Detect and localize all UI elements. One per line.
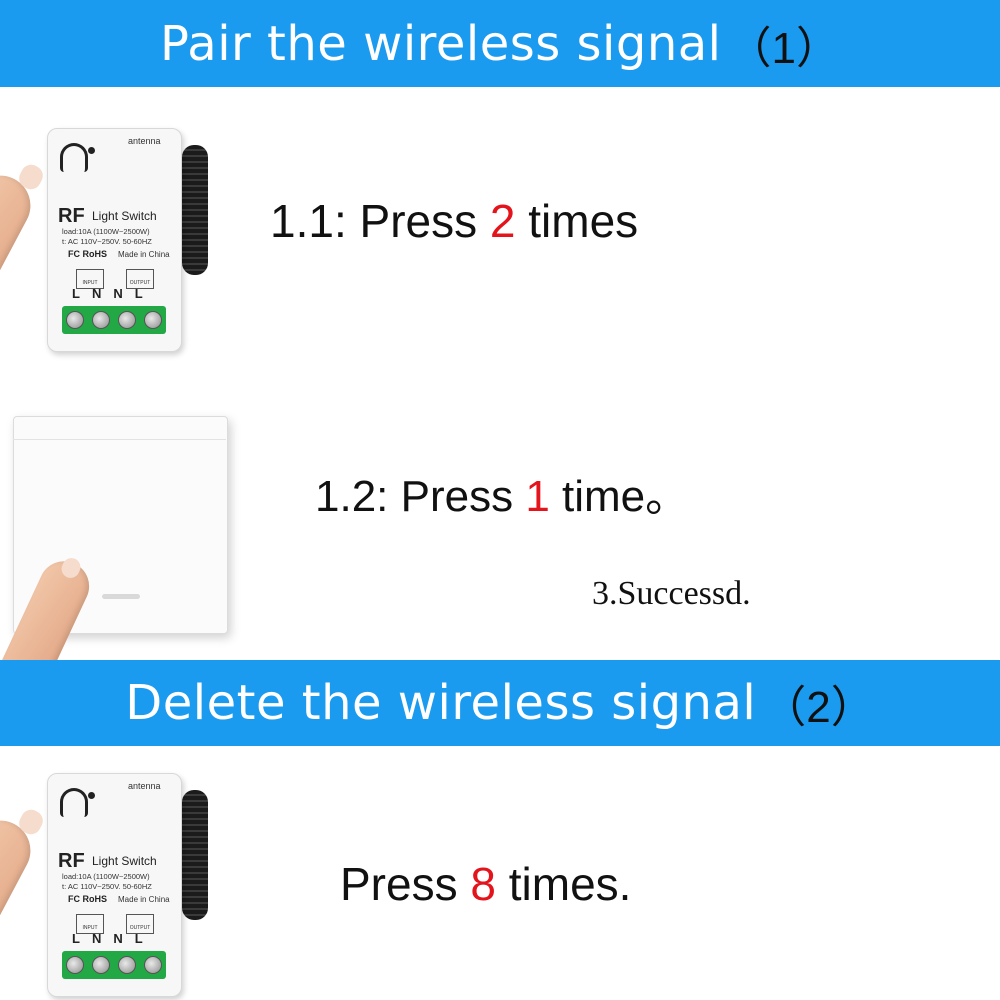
step-suffix: time。 [549,472,690,521]
input-box: INPUT [76,914,104,934]
terminal-labels: LNNL [72,931,155,946]
press-count: 8 [470,858,496,910]
screw-icon [118,311,136,329]
output-box: OUTPUT [126,269,154,289]
screw-icon [92,956,110,974]
wall-switch-image [0,410,240,711]
cert-label: FC RoHS [68,894,107,904]
antenna-wire [182,145,208,275]
made-in-label: Made in China [118,895,170,904]
product-name: Light Switch [92,209,157,223]
input-spec: t: AC 110V~250V. 50-60HZ [62,237,152,246]
screw-icon [144,956,162,974]
rf-module-image: antenna RF Light Switch load:10A (1100W~… [0,770,230,1000]
delete-step-text: Press 8 times. [340,857,631,911]
step-prefix: 1.1: Press [270,195,490,247]
step-1-2-text: 1.2: Press 1 time。 [315,460,689,524]
delete-signal-banner: Delete the wireless signal （2） [0,660,1000,746]
pair-button-icon [60,788,88,817]
led-icon [88,792,95,799]
step-1-1-text: 1.1: Press 2 times [270,194,638,248]
antenna-label: antenna [128,781,161,791]
delete-signal-title: Delete the wireless signal [125,675,757,731]
brand-label: RF [58,205,85,227]
screw-icon [144,311,162,329]
brand-label: RF [58,850,85,872]
antenna-wire [182,790,208,920]
delete-signal-number: （2） [762,683,875,732]
antenna-label: antenna [128,136,161,146]
terminal-block [62,951,166,979]
cert-label: FC RoHS [68,249,107,259]
terminal-labels: LNNL [72,286,155,301]
screw-icon [66,311,84,329]
load-spec: load:10A (1100W~2500W) [62,872,150,881]
terminal-block [62,306,166,334]
pair-signal-number: （1） [727,23,840,73]
input-spec: t: AC 110V~250V. 50-60HZ [62,882,152,891]
load-spec: load:10A (1100W~2500W) [62,227,150,236]
step-suffix: times. [495,858,632,910]
output-box: OUTPUT [126,914,154,934]
finger-icon [0,810,41,984]
input-box: INPUT [76,269,104,289]
made-in-label: Made in China [118,250,170,259]
finger-icon [0,165,41,339]
pair-button-icon [60,143,88,172]
press-count: 2 [489,195,516,247]
step-prefix: 1.2: Press [315,472,526,521]
product-name: Light Switch [92,854,157,868]
pair-signal-banner: Pair the wireless signal （1） [0,0,1000,87]
step-3-text: 3.Successd. [592,575,751,612]
rf-module-image: antenna RF Light Switch load:10A (1100W~… [0,125,230,355]
switch-seam [13,439,226,440]
pair-signal-title: Pair the wireless signal [160,15,722,72]
switch-indicator [102,594,140,599]
led-icon [88,147,95,154]
screw-icon [92,311,110,329]
press-count: 1 [525,472,550,521]
screw-icon [66,956,84,974]
step-suffix: times [515,195,639,247]
screw-icon [118,956,136,974]
step-prefix: Press [340,858,471,910]
